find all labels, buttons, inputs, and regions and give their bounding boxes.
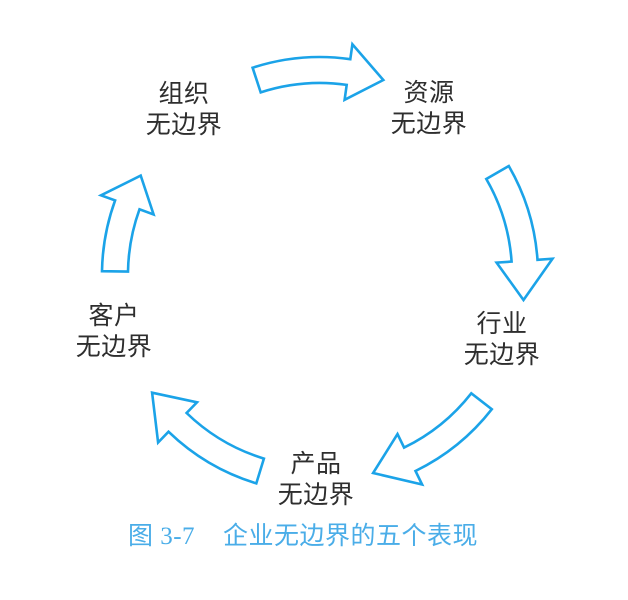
- node-customer: 客户 无边界: [76, 301, 153, 363]
- arrow-product-to-customer-icon: [150, 391, 266, 486]
- node-resource-line2: 无边界: [390, 111, 468, 138]
- node-organization: 组织 无边界: [146, 79, 223, 141]
- node-industry: 行业 无边界: [464, 309, 541, 371]
- node-customer-line2: 无边界: [75, 334, 153, 361]
- arrow-customer-to-organization-icon: [97, 173, 156, 273]
- node-industry-line2: 无边界: [463, 342, 541, 369]
- arrow-resource-to-industry-icon: [484, 164, 556, 303]
- node-resource: 资源 无边界: [391, 78, 468, 140]
- node-industry-line1: 行业: [476, 311, 528, 338]
- figure-caption-number: 图 3-7: [127, 523, 196, 550]
- node-customer-line1: 客户: [88, 303, 140, 330]
- node-product: 产品 无边界: [278, 449, 355, 511]
- arrow-organization-to-resource-icon: [250, 41, 386, 103]
- node-organization-line2: 无边界: [145, 112, 223, 139]
- node-product-line1: 产品: [290, 451, 342, 478]
- node-resource-line1: 资源: [403, 80, 455, 107]
- figure-caption: 图 3-7 企业无边界的五个表现: [128, 522, 478, 552]
- node-organization-line1: 组织: [158, 81, 210, 108]
- node-product-line2: 无边界: [277, 482, 355, 509]
- arrow-industry-to-product-icon: [371, 391, 494, 487]
- figure-caption-title: 企业无边界的五个表现: [223, 523, 479, 550]
